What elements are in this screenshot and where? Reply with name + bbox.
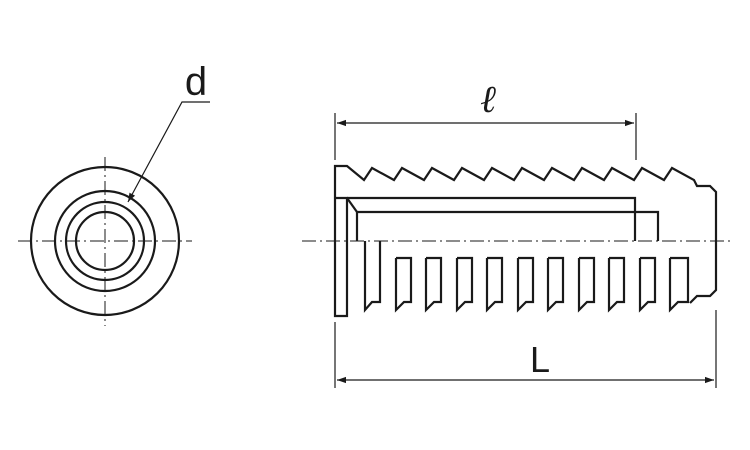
diameter-label: d [185, 60, 207, 104]
lower-outline [333, 196, 349, 318]
total-length-label: L [530, 339, 550, 380]
slit-11 [668, 256, 690, 313]
slit-5 [485, 256, 504, 313]
internal-bore-outline [347, 196, 637, 241]
upper-thread-profile [333, 164, 718, 241]
thread-length-label: ℓ [480, 77, 496, 121]
slit-8 [577, 256, 596, 313]
slit-2 [394, 256, 413, 313]
slit-3 [424, 256, 443, 313]
side-view: ℓ L [302, 77, 730, 388]
bore-chamfer [346, 197, 358, 213]
end-view: d [18, 60, 210, 326]
slit-4 [455, 256, 474, 313]
slit-1 [363, 241, 382, 313]
bore-circle [74, 210, 136, 272]
total-length-dimension: L [334, 310, 717, 388]
diameter-leader-line [127, 101, 210, 203]
thread-major-circle [64, 200, 146, 282]
slit-6 [516, 256, 535, 313]
bore-end-step [633, 210, 660, 241]
slit-9 [607, 256, 626, 313]
slit-10 [638, 256, 657, 313]
slit-7 [546, 256, 565, 313]
outer-body-circle [53, 189, 157, 293]
outer-flange-circle [29, 165, 181, 317]
thread-length-dimension: ℓ [334, 77, 637, 160]
lower-end-profile [689, 241, 718, 304]
lower-slit-group [363, 241, 690, 313]
